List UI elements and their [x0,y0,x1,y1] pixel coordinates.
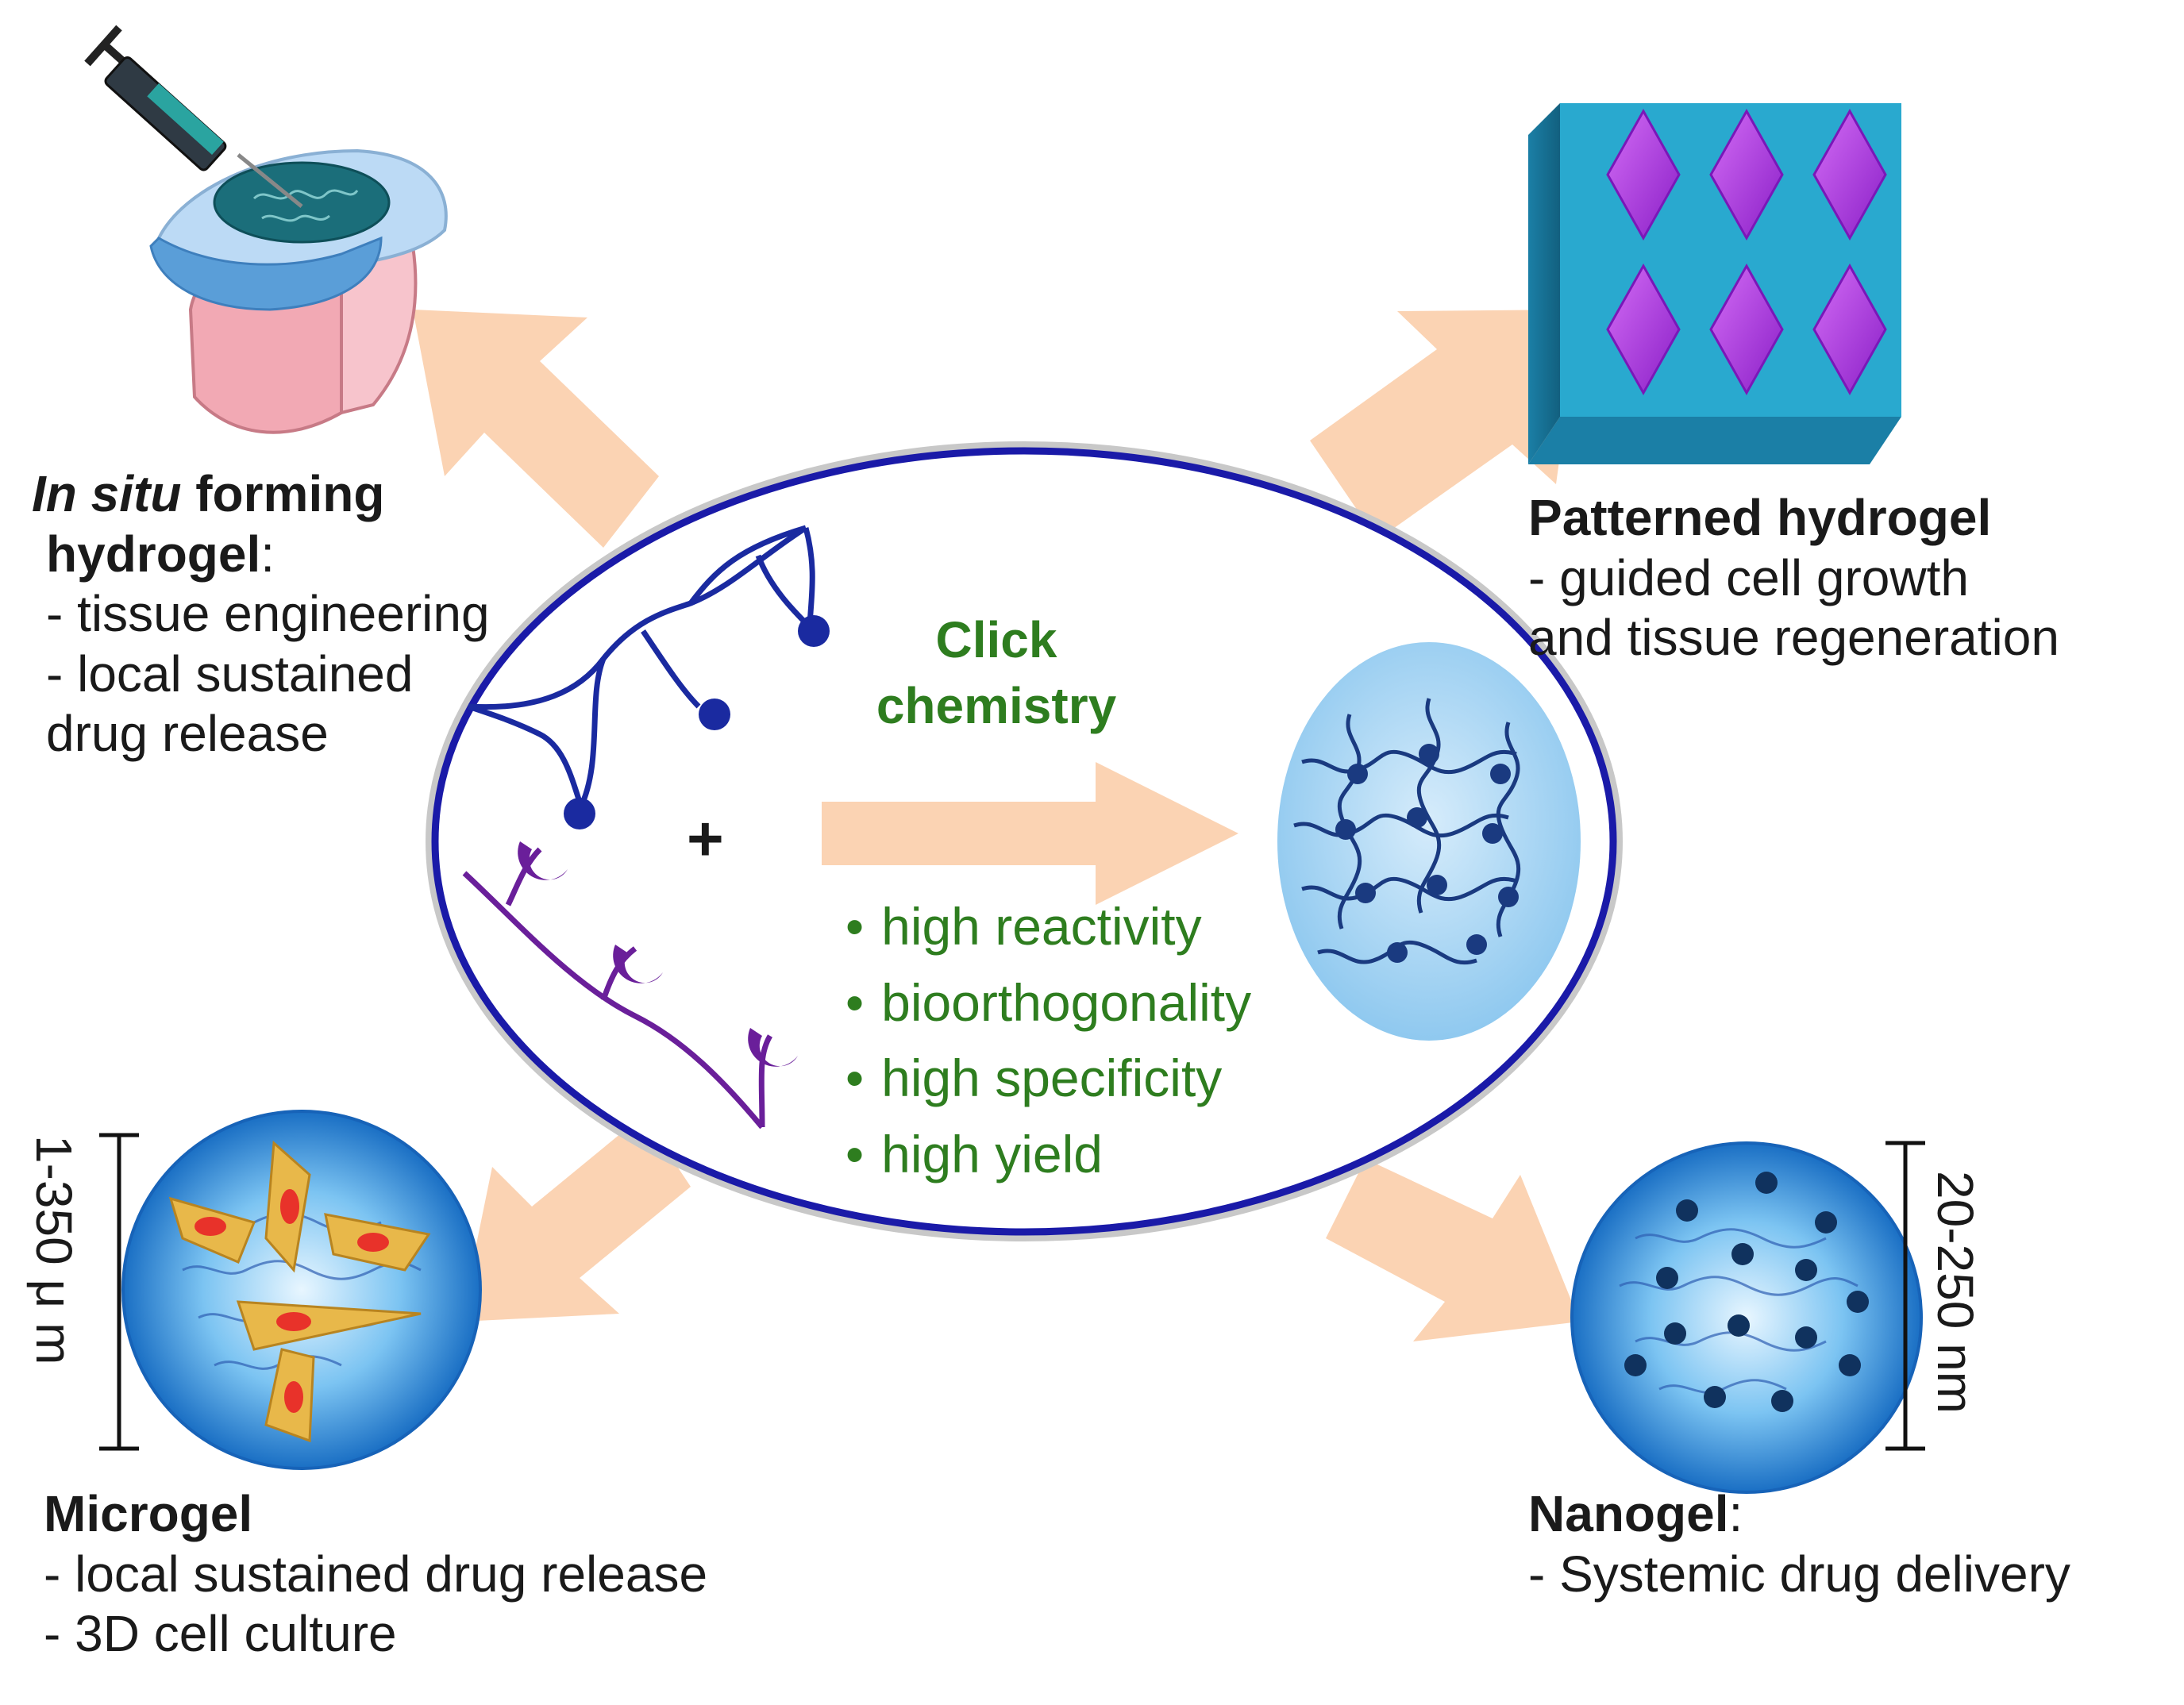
purple-polymer-hooks [518,841,798,1067]
click-chemistry-title: Click chemistry [845,607,1147,739]
microgel-title: Microgel [44,1485,253,1542]
patterned-label: Patterned hydrogel - guided cell growth … [1528,488,2059,668]
purple-polymer-icon [462,847,773,1130]
arrow-to-patterned [1310,310,1580,540]
property-item: high specificity [845,1041,1251,1117]
nanogel-size-label: 20-250 nm [1927,1171,1984,1414]
microgel-sphere-icon [121,1110,482,1470]
microgel-line: - 3D cell culture [44,1605,397,1663]
click-properties-list: high reactivity bioorthogonality high sp… [845,889,1251,1193]
click-title-line1: Click [935,611,1057,668]
patterned-line: and tissue regeneration [1528,609,2059,667]
plus-sign: + [687,803,724,874]
property-item: bioorthogonality [845,965,1251,1041]
arrow-to-microgel [460,1115,691,1322]
microgel-size-label: 1-350 μ m [25,1135,83,1365]
property-item: high reactivity [845,889,1251,965]
blue-polymer-icon [467,525,815,811]
insitu-title-line2: hydrogel: [46,525,275,583]
microgel-label: Microgel - local sustained drug release … [44,1484,707,1665]
property-item: high yield [845,1117,1251,1193]
reaction-arrow [822,762,1238,905]
nanogel-size-bar [1885,1141,1925,1451]
syringe-icon [84,25,303,208]
insitu-line: - tissue engineering [46,585,490,643]
click-title-line2: chemistry [876,677,1117,735]
patterned-cube-icon [1528,103,1901,464]
nanogel-line: - Systemic drug delivery [1528,1545,2070,1603]
arrow-to-insitu [413,310,659,548]
microgel-size-bar [99,1133,139,1451]
nanogel-title: Nanogel: [1528,1485,1743,1542]
tissue-icon [149,148,448,434]
arrow-to-nanogel [1326,1159,1580,1341]
patterned-title: Patterned hydrogel [1528,489,1992,546]
insitu-line: drug release [46,705,329,763]
insitu-line: - local sustained [46,645,414,702]
nanogel-sphere-icon [1570,1141,1923,1494]
nanogel-label: Nanogel: - Systemic drug delivery [1528,1484,2070,1604]
network-gel-icon [1271,636,1587,1047]
blue-polymer-beads [564,615,830,829]
patterned-line: - guided cell growth [1528,548,1969,606]
insitu-title: In situ forming [32,465,385,522]
insitu-label: In situ forming hydrogel: - tissue engin… [32,464,490,764]
microgel-line: - local sustained drug release [44,1545,708,1603]
